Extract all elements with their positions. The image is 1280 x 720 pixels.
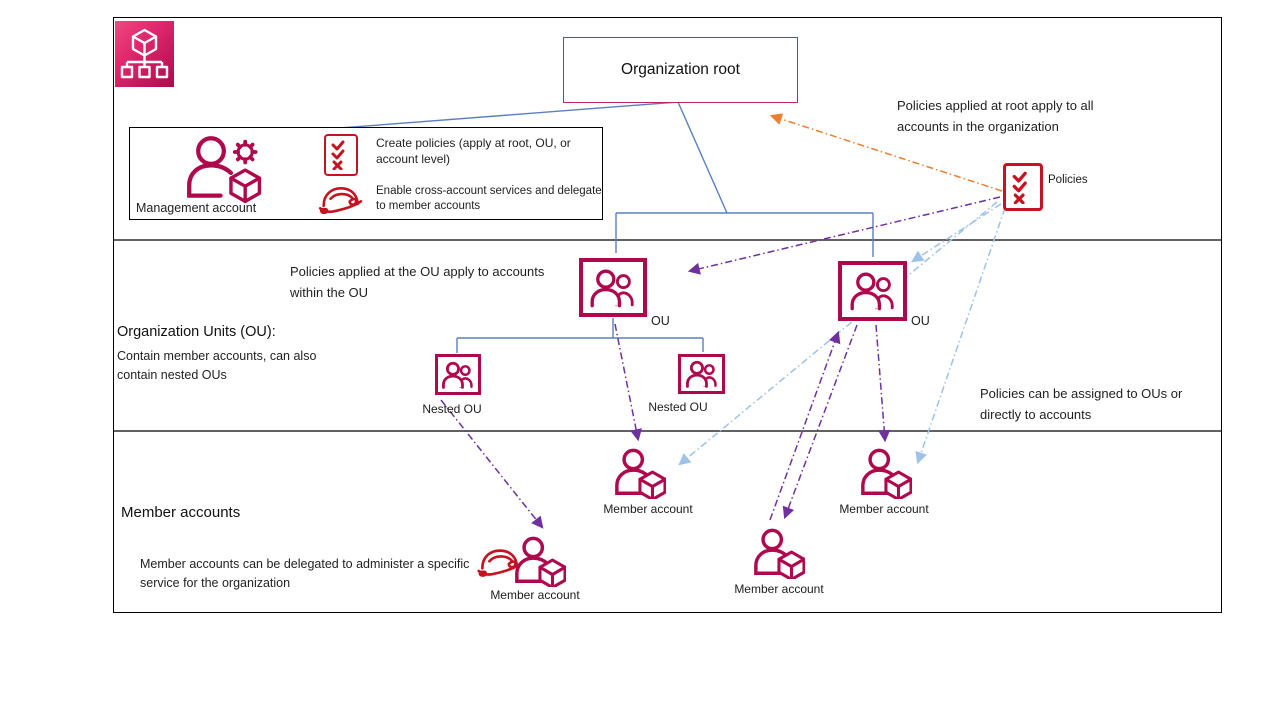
note-policies-at-root: Policies applied at root apply to all ac…: [897, 98, 1094, 134]
note-policies-assignment: Policies can be assigned to OUs or direc…: [980, 386, 1183, 422]
member-account-label-3: Member account: [734, 582, 824, 596]
ou-label-right: OU: [911, 314, 930, 328]
policies-label: Policies: [1048, 174, 1088, 186]
ou-label-left: OU: [651, 314, 670, 328]
policies-icon: [1003, 163, 1043, 211]
aws-organizations-icon: [115, 21, 174, 87]
management-account-box: Management account Create policies (appl…: [129, 127, 603, 220]
ou-section-description: Contain member accounts, can also contai…: [117, 349, 317, 382]
create-policies-note: Create policies (apply at root, OU, or a…: [376, 136, 571, 166]
nested-ou-label-right: Nested OU: [648, 400, 708, 414]
member-account-icon-1: [615, 448, 666, 499]
member-account-icon-3: [754, 528, 805, 579]
note-member-delegation: Member accounts can be delegated to admi…: [140, 557, 470, 590]
organization-root-box: Organization root: [563, 37, 798, 103]
diagram-border: [113, 17, 1222, 613]
org-chart-glyph: [120, 28, 169, 79]
ou-icon-left: [579, 258, 647, 317]
nested-ou-icon-left: [435, 354, 481, 395]
member-account-label-1: Member account: [603, 502, 693, 516]
management-account-icon: [187, 136, 262, 204]
create-policies-icon: [324, 134, 358, 176]
nested-ou-icon-right: [678, 354, 725, 394]
management-account-label: Management account: [136, 201, 257, 215]
delegate-services-note: Enable cross-account services and delega…: [376, 185, 602, 212]
ou-section-heading: Organization Units (OU):: [117, 324, 276, 340]
member-account-label-4: Member account: [490, 588, 580, 602]
member-section-heading: Member accounts: [121, 504, 241, 521]
delegate-helmet-icon: [318, 187, 363, 215]
organization-root-label: Organization root: [621, 61, 740, 78]
delegated-service-helmet-icon: [477, 549, 522, 577]
member-account-label-2: Member account: [839, 502, 929, 516]
member-account-icon-4: [515, 536, 566, 587]
nested-ou-label-left: Nested OU: [422, 402, 482, 416]
member-account-icon-2: [861, 448, 912, 499]
ou-icon-right: [838, 261, 907, 321]
note-policies-at-ou: Policies applied at the OU apply to acco…: [290, 264, 545, 300]
